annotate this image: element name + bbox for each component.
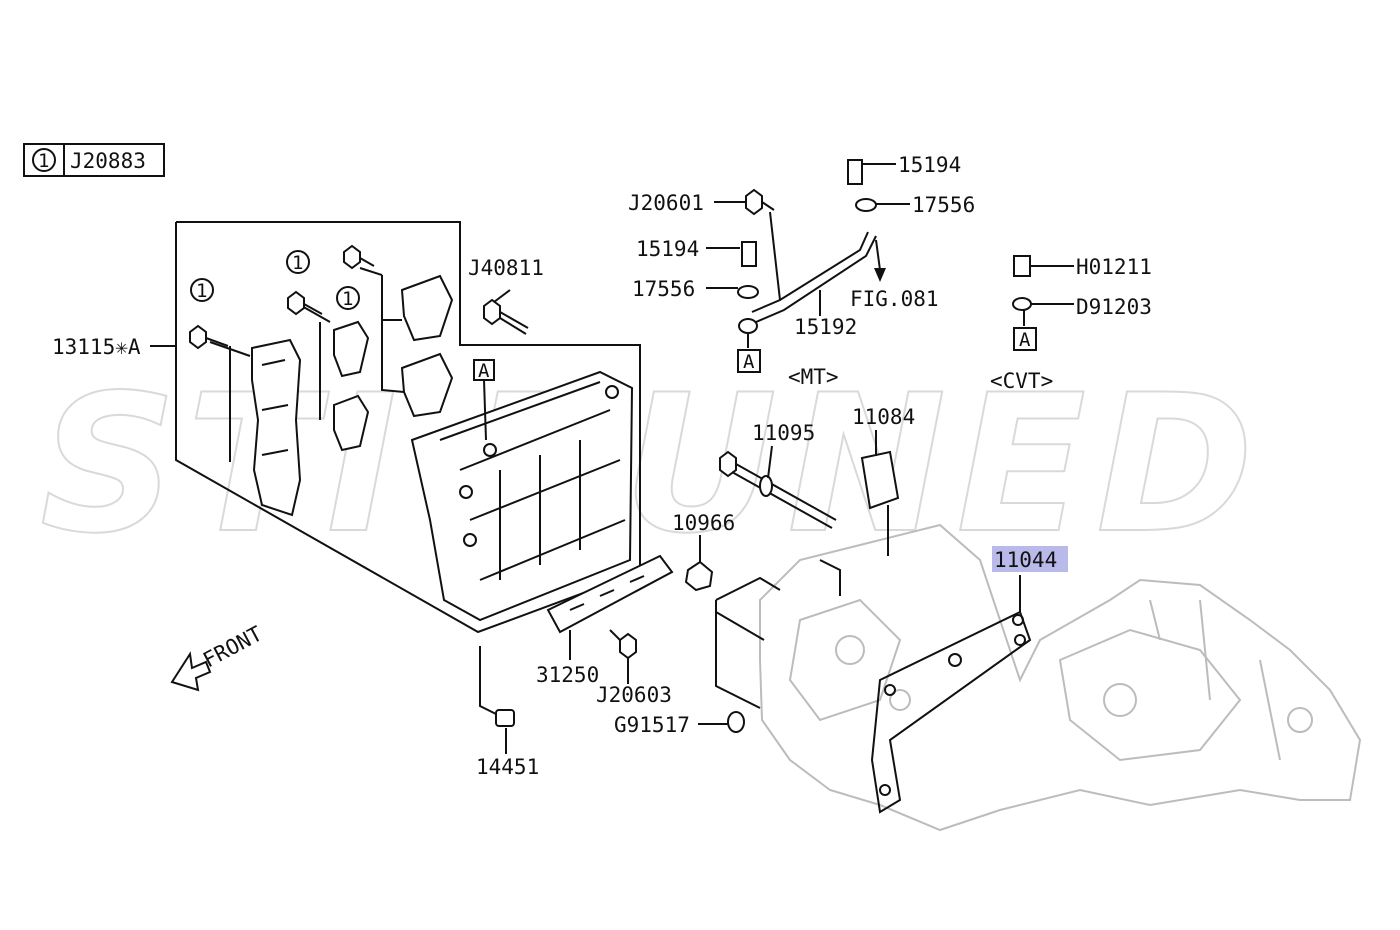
watermark-text: STI TUNED <box>40 354 1264 575</box>
o-ring-G91517 <box>727 711 745 733</box>
camshaft-cap-left <box>251 338 302 517</box>
label-FIG081: FIG.081 <box>850 287 939 311</box>
label-11095: 11095 <box>752 421 815 445</box>
label-11044: 11044 <box>994 548 1057 572</box>
bolt-icon <box>609 629 637 660</box>
union-bolt-left <box>741 241 757 267</box>
bolt-icon <box>745 188 775 216</box>
pipe-fitting <box>738 318 758 334</box>
reference-marker: A <box>478 360 490 382</box>
label-11084: 11084 <box>852 405 915 429</box>
label-15194-top: 15194 <box>898 153 961 177</box>
label-mt: <MT> <box>788 365 839 389</box>
label-31250: 31250 <box>536 663 599 687</box>
label-10966: 10966 <box>672 511 735 535</box>
head-bolt <box>719 450 837 529</box>
union-bolt-top <box>847 159 863 185</box>
front-arrow-icon <box>170 651 212 692</box>
washer-top <box>855 198 877 212</box>
reference-marker-mt: A <box>743 351 755 373</box>
label-J20601: J20601 <box>628 191 704 215</box>
gasket-31250 <box>546 554 674 634</box>
legend-part-number: J20883 <box>70 149 146 173</box>
legend-circle-number: 1 <box>38 150 49 172</box>
circle-number-icon <box>32 148 56 172</box>
camshaft-cap-mid-2 <box>333 394 370 452</box>
washer-left <box>737 285 759 299</box>
reference-marker-cvt: A <box>1019 329 1031 351</box>
label-D91203: D91203 <box>1076 295 1152 319</box>
label-17556-left: 17556 <box>632 277 695 301</box>
label-G91517: G91517 <box>614 713 690 737</box>
bolt-icon <box>343 244 375 270</box>
label-15192: 15192 <box>794 315 857 339</box>
engine-block-outline <box>759 523 1362 832</box>
callout-circle <box>190 278 214 302</box>
label-15194-left: 15194 <box>636 237 699 261</box>
callout-number: 1 <box>196 280 207 302</box>
legend-box: 1 J20883 <box>23 143 165 177</box>
camshaft-cap-upper-1 <box>400 274 454 342</box>
callout-number: 1 <box>292 252 303 274</box>
callout-circle <box>336 286 360 310</box>
bolt-icon <box>483 298 529 335</box>
label-17556-top: 17556 <box>912 193 975 217</box>
plug-bolt <box>1013 255 1031 277</box>
washer-cvt <box>1012 297 1032 311</box>
label-front: FRONT <box>199 621 266 672</box>
label-J40811: J40811 <box>468 256 544 280</box>
arrow-down-icon <box>874 268 886 282</box>
cylinder-head-group: 1 1 1 A <box>150 221 641 634</box>
cylinder-head <box>410 370 634 622</box>
label-13115A: 13115✳A <box>52 335 141 359</box>
label-14451: 14451 <box>476 755 539 779</box>
callout-circle <box>286 250 310 274</box>
label-J20603: J20603 <box>596 683 672 707</box>
oil-pipe-group: A <box>706 159 910 373</box>
label-H01211: H01211 <box>1076 255 1152 279</box>
callout-number: 1 <box>342 288 353 310</box>
bracket-11084 <box>860 450 900 510</box>
label-cvt: <CVT> <box>990 369 1053 393</box>
bolt-icon <box>287 290 323 316</box>
cvt-plug-group: A <box>1012 255 1074 351</box>
highlight-11044 <box>992 546 1068 572</box>
camshaft-cap-mid-1 <box>333 320 370 378</box>
plug-14451 <box>495 709 515 727</box>
bolt-icon <box>189 324 229 350</box>
